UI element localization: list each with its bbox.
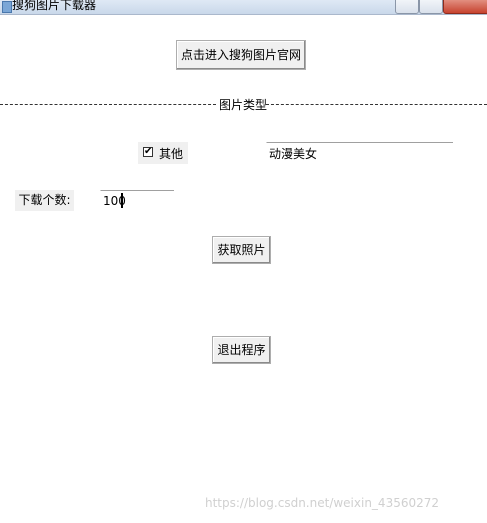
text-caret — [121, 193, 123, 208]
keyword-input[interactable] — [266, 142, 453, 164]
close-button[interactable] — [443, 0, 487, 14]
group-divider-right — [266, 104, 487, 105]
exit-program-button[interactable]: 退出程序 — [212, 336, 271, 364]
checkbox-box[interactable]: ✔ — [143, 147, 153, 157]
title-bar[interactable]: 搜狗图片下载器 — [0, 0, 487, 15]
category-checkbox-other[interactable]: ✔ 其他 — [138, 142, 188, 164]
window-title: 搜狗图片下载器 — [12, 0, 97, 12]
open-sogou-site-button[interactable]: 点击进入搜狗图片官网 — [176, 40, 306, 70]
maximize-button[interactable] — [419, 0, 443, 14]
check-mark-icon: ✔ — [144, 146, 153, 157]
checkbox-label: 其他 — [159, 147, 184, 161]
minimize-button[interactable] — [395, 0, 419, 14]
group-label: 图片类型 — [218, 96, 269, 113]
download-count-input[interactable] — [100, 190, 174, 211]
download-count-label: 下载个数: — [15, 190, 74, 211]
fetch-photos-button[interactable]: 获取照片 — [212, 236, 271, 264]
group-divider-left — [0, 104, 216, 105]
app-icon — [2, 1, 12, 13]
watermark-text: https://blog.csdn.net/weixin_43560272 — [205, 496, 440, 510]
